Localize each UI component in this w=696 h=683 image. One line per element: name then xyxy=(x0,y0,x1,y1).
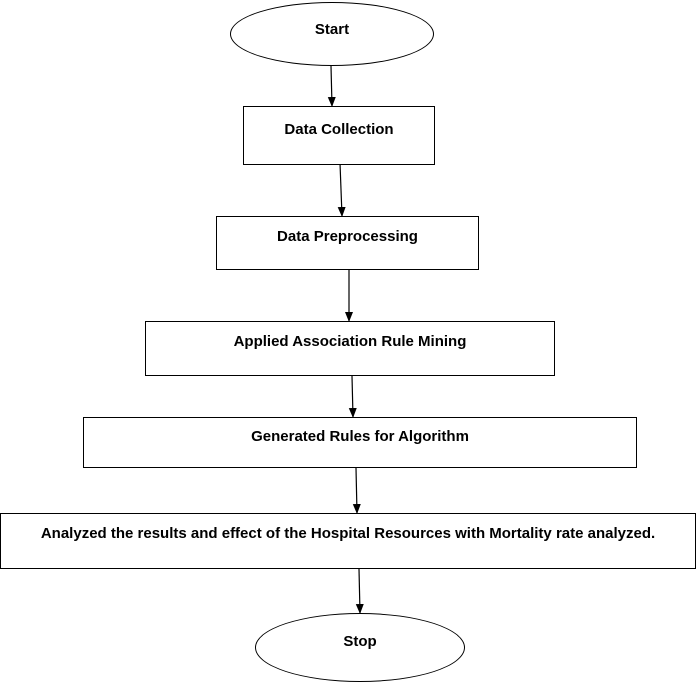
start-label: Start xyxy=(314,21,350,38)
analysis-label: Analyzed the results and effect of the H… xyxy=(40,525,656,542)
association-rule-mining-label: Applied Association Rule Mining xyxy=(233,333,467,350)
association-rule-mining-step: Applied Association Rule Mining xyxy=(145,321,555,376)
arrow-collection-to-preprocessing xyxy=(337,162,346,217)
generated-rules-step: Generated Rules for Algorithm xyxy=(83,417,637,468)
generated-rules-label: Generated Rules for Algorithm xyxy=(251,428,469,445)
arrow-association-to-rules xyxy=(348,375,357,418)
stop-terminal: Stop xyxy=(255,613,465,682)
arrow-rules-to-analysis xyxy=(352,467,361,514)
data-preprocessing-step: Data Preprocessing xyxy=(216,216,479,270)
arrow-analysis-to-stop xyxy=(355,568,364,614)
analysis-step: Analyzed the results and effect of the H… xyxy=(0,513,696,569)
stop-label: Stop xyxy=(343,633,377,650)
data-preprocessing-label: Data Preprocessing xyxy=(277,228,418,245)
arrow-start-to-collection xyxy=(327,65,336,107)
start-terminal: Start xyxy=(230,2,434,66)
data-collection-label: Data Collection xyxy=(284,121,394,138)
data-collection-step: Data Collection xyxy=(243,106,435,165)
